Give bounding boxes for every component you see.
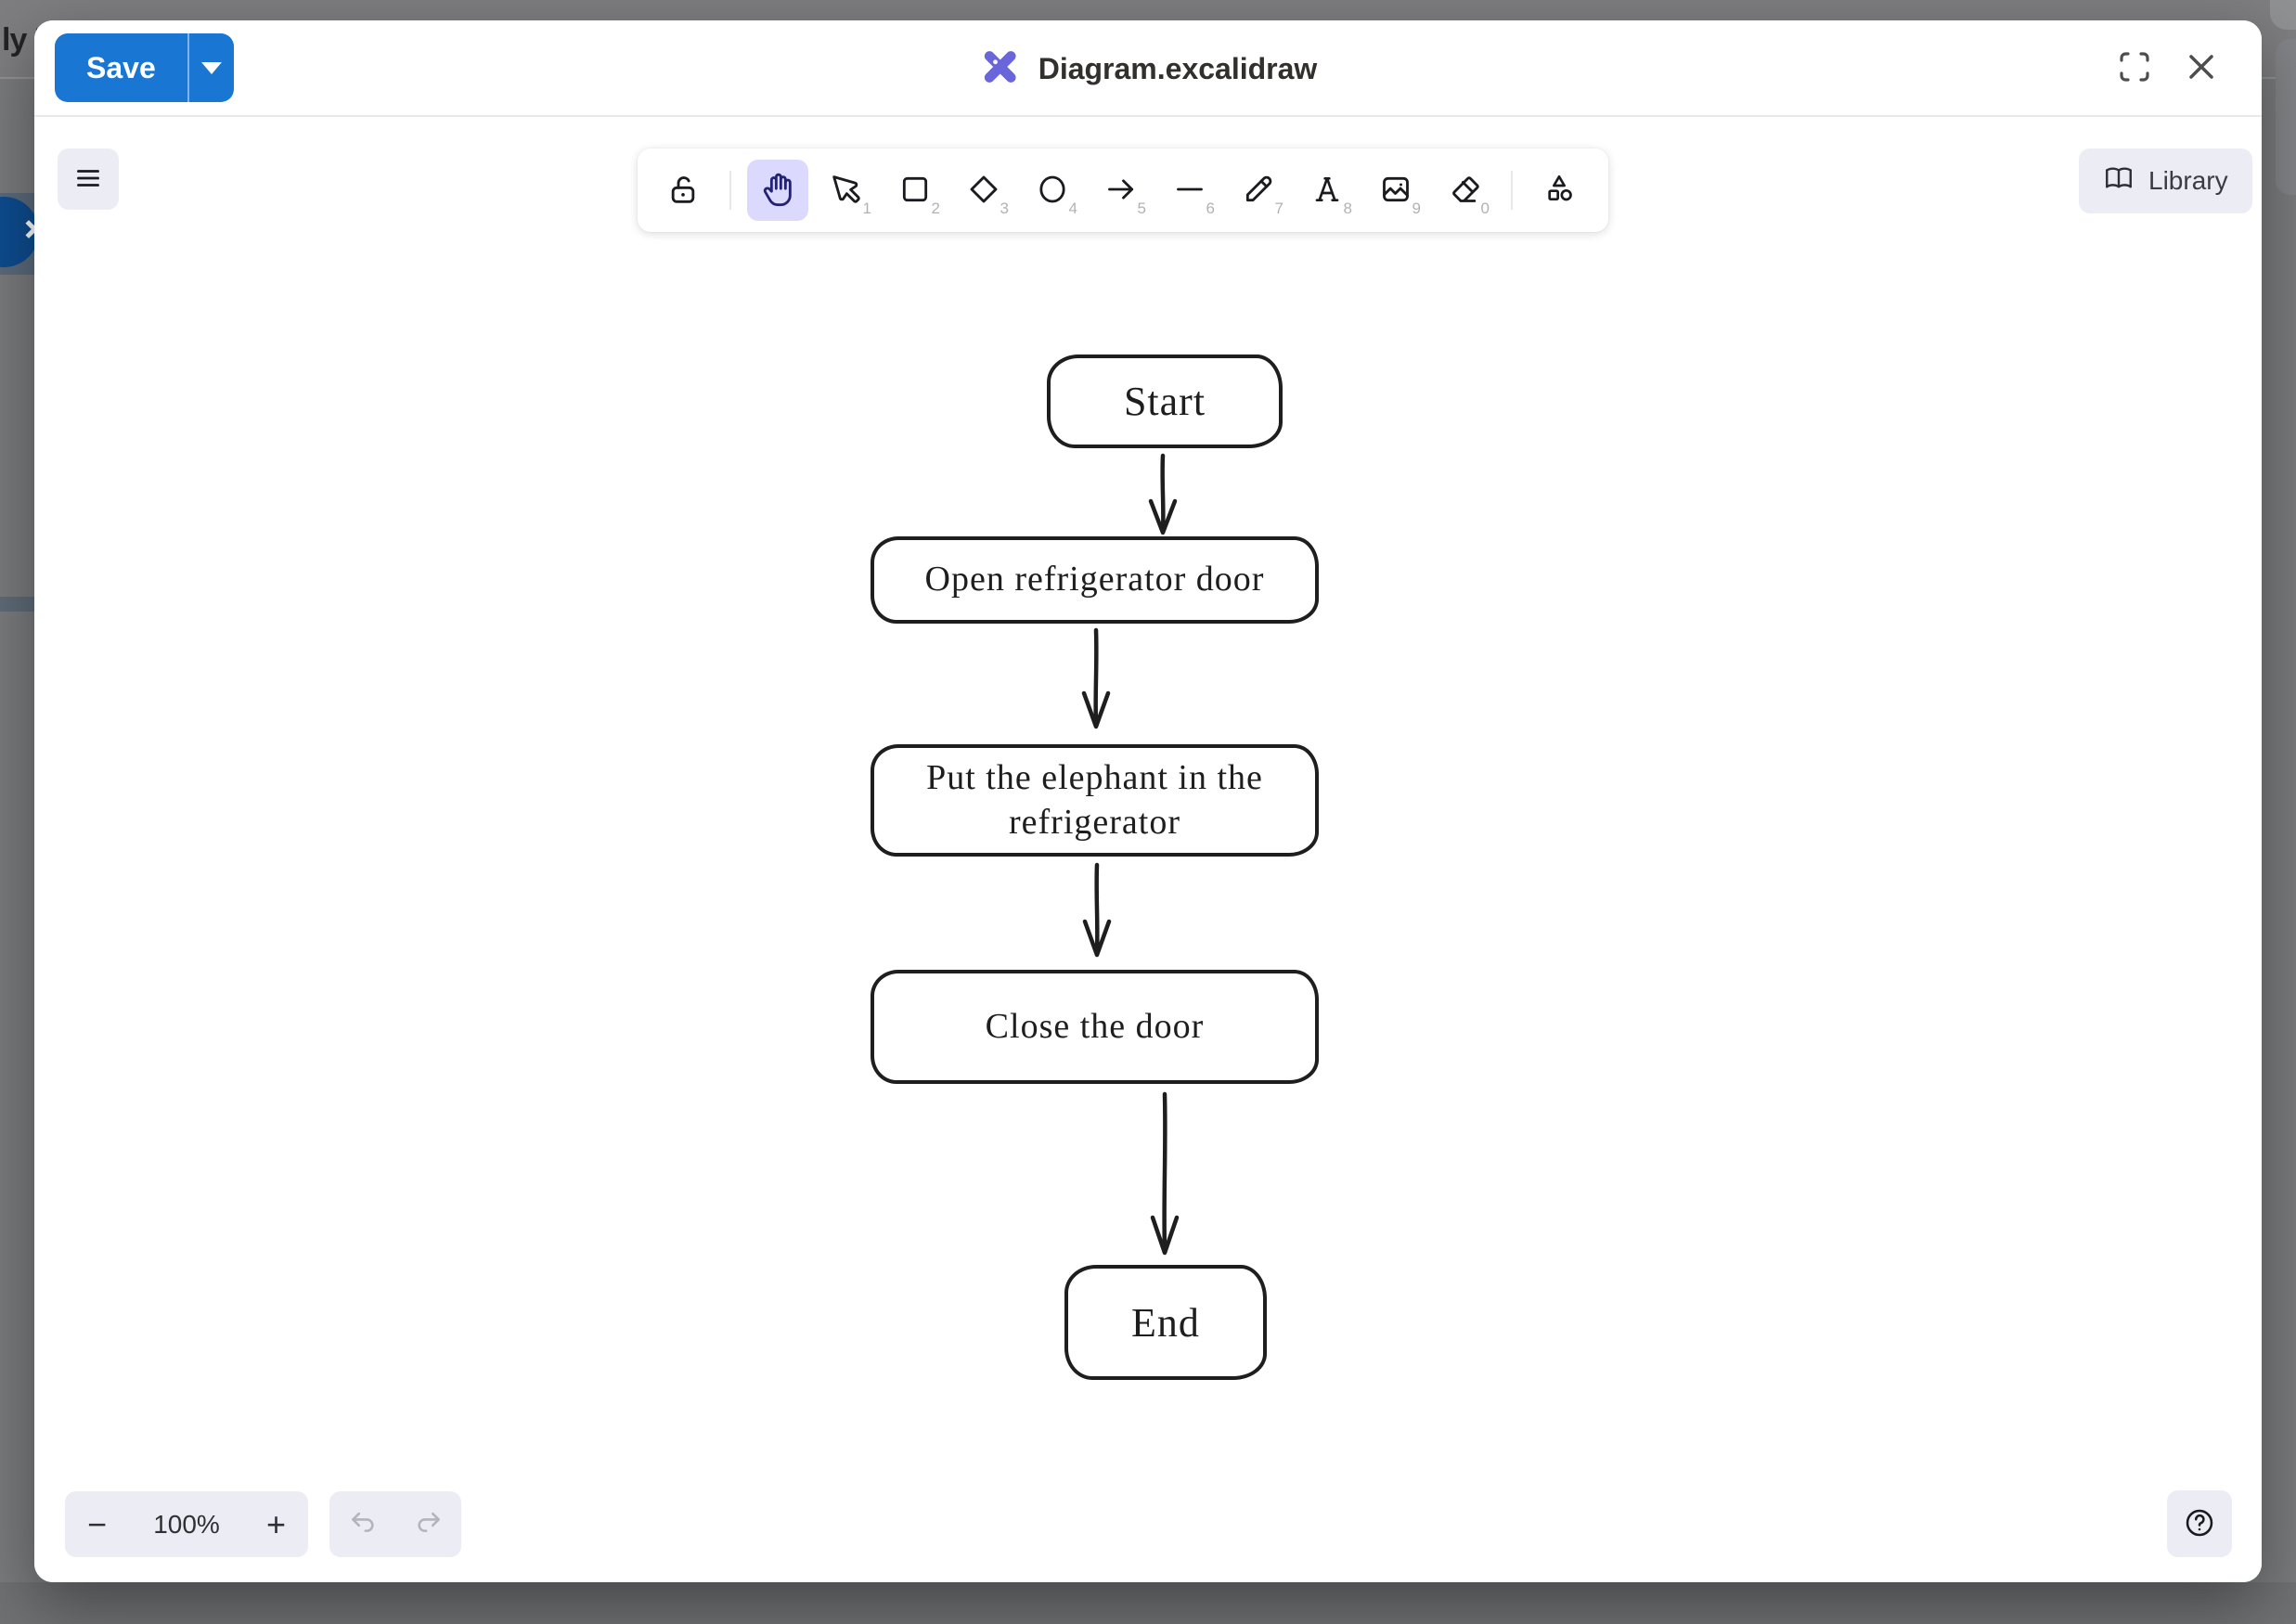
backdrop-panel-band-2 [0,597,34,612]
shapes-icon [1541,171,1578,211]
backdrop-strip-right [2276,39,2296,195]
zoom-control: − 100% + [65,1491,308,1557]
redo-button[interactable] [413,1507,445,1541]
save-split-button: Save [55,33,234,102]
toolbar-divider [729,171,731,210]
fullscreen-button[interactable] [2111,44,2158,90]
connector-arrow[interactable] [1068,627,1124,732]
excalidraw-logo-icon [979,45,1022,93]
main-menu-button[interactable] [58,148,119,210]
drawing-canvas[interactable]: 1 2 3 [34,117,2262,1582]
tool-shortcut: 7 [1274,200,1283,217]
selection-tool-button[interactable]: 1 [816,160,877,221]
hand-icon [759,171,796,211]
close-button[interactable] [2178,44,2225,90]
help-button[interactable] [2167,1490,2232,1557]
flowchart-node-open-door[interactable]: Open refrigerator door [871,536,1319,624]
connector-arrow[interactable] [1137,1091,1193,1258]
redo-icon [413,1507,445,1541]
zoom-in-button[interactable]: + [265,1504,286,1543]
backdrop-shape-top-right [2270,0,2296,30]
flowchart-node-put-elephant[interactable]: Put the elephant in the refrigerator [871,744,1319,857]
text-icon [1309,171,1346,211]
library-button-label: Library [2148,166,2228,195]
ellipse-icon [1034,171,1071,211]
tool-shortcut: 1 [862,200,871,217]
tool-shortcut: 0 [1480,200,1490,217]
excalidraw-modal: Save Diagram.excalidraw [34,20,2262,1582]
tool-island: 1 2 3 [638,148,1608,232]
lock-tool-button[interactable] [652,160,714,221]
tool-shortcut: 6 [1206,200,1215,217]
modal-header: Save Diagram.excalidraw [34,20,2262,117]
shapes-tool-button[interactable] [1529,160,1590,221]
image-tool-button[interactable]: 9 [1365,160,1426,221]
connector-arrow[interactable] [1135,453,1191,538]
save-button[interactable]: Save [55,33,187,102]
connector-arrow[interactable] [1069,862,1125,960]
arrow-tool-button[interactable]: 5 [1090,160,1152,221]
history-control [329,1491,461,1557]
arrow-right-icon [1103,171,1140,211]
tool-shortcut: 5 [1137,200,1146,217]
eraser-icon [1446,171,1483,211]
draw-tool-button[interactable]: 7 [1228,160,1289,221]
hamburger-icon [71,161,105,198]
text-tool-button[interactable]: 8 [1296,160,1358,221]
zoom-level[interactable]: 100% [153,1509,220,1539]
tool-shortcut: 4 [1068,200,1077,217]
toolbar-divider [1511,171,1513,210]
flowchart-node-start[interactable]: Start [1047,354,1283,448]
flowchart-node-end[interactable]: End [1064,1265,1267,1380]
cursor-icon [828,171,865,211]
hand-tool-button[interactable] [747,160,808,221]
rectangle-tool-button[interactable]: 2 [884,160,946,221]
rectangle-icon [896,171,934,211]
ellipse-tool-button[interactable]: 4 [1022,160,1083,221]
undo-icon [347,1507,379,1541]
tool-shortcut: 9 [1412,200,1421,217]
tool-shortcut: 2 [931,200,940,217]
save-options-button[interactable] [187,33,234,102]
zoom-out-button[interactable]: − [87,1504,108,1543]
help-icon [2182,1505,2217,1543]
line-tool-button[interactable]: 6 [1159,160,1220,221]
lock-open-icon [664,171,702,211]
undo-button[interactable] [347,1507,379,1541]
file-title: Diagram.excalidraw [1038,51,1318,85]
caret-down-icon [200,61,222,74]
tool-shortcut: 3 [1000,200,1009,217]
tool-shortcut: 8 [1343,200,1352,217]
flowchart-node-close-door[interactable]: Close the door [871,970,1319,1084]
diamond-tool-button[interactable]: 3 [953,160,1014,221]
diamond-icon [965,171,1002,211]
eraser-tool-button[interactable]: 0 [1434,160,1495,221]
line-icon [1171,171,1208,211]
pencil-icon [1240,171,1277,211]
modal-title-group: Diagram.excalidraw [979,20,1318,117]
backdrop-footer [0,1582,2296,1624]
book-icon [2103,162,2135,200]
library-button[interactable]: Library [2079,148,2252,213]
image-icon [1377,171,1414,211]
